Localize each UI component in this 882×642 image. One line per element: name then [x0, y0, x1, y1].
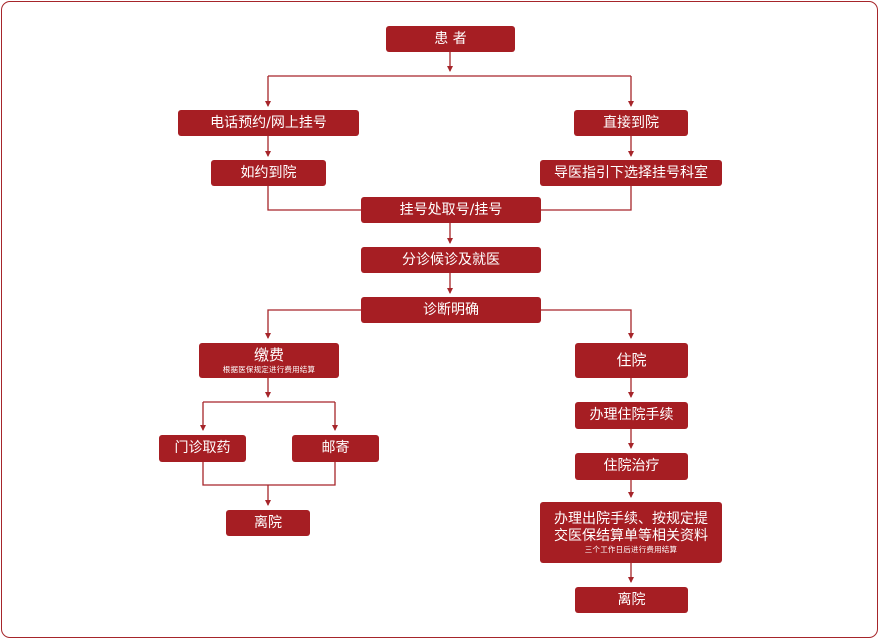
node-registration-label: 挂号处取号/挂号	[399, 201, 503, 218]
node-leave-left-label: 离院	[254, 514, 282, 531]
node-mail-label: 邮寄	[321, 440, 350, 457]
node-pharmacy: 门诊取药	[159, 435, 246, 462]
node-payment-note: 根据医保规定进行费用结算	[222, 364, 316, 374]
node-triage-label: 分诊候诊及就医	[402, 251, 500, 268]
node-treatment: 住院治疗	[575, 453, 688, 480]
node-admission-label: 办理住院手续	[589, 407, 674, 424]
node-direct-visit: 直接到院	[574, 110, 688, 136]
node-discharge-line1: 办理出院手续、按规定提	[554, 510, 708, 527]
node-patient: 患 者	[386, 26, 515, 52]
node-admission: 办理住院手续	[575, 402, 688, 429]
node-treatment-label: 住院治疗	[603, 458, 660, 475]
node-diagnosis: 诊断明确	[361, 297, 541, 323]
node-discharge: 办理出院手续、按规定提 交医保结算单等相关资料 三个工作日后进行费用结算	[540, 502, 722, 563]
connector-exit-merge	[202, 462, 336, 486]
arrow-to-payment	[265, 309, 361, 339]
node-phone-booking: 电话预约/网上挂号	[178, 110, 359, 136]
connector-right-merge	[541, 186, 632, 211]
node-hospitalization: 住院	[575, 343, 688, 378]
node-direct-visit-label: 直接到院	[603, 114, 659, 131]
node-leave-right: 离院	[575, 587, 688, 613]
node-triage: 分诊候诊及就医	[361, 247, 541, 273]
node-arrive-on-time-label: 如约到院	[240, 164, 297, 181]
node-patient-label: 患 者	[434, 30, 467, 47]
node-registration: 挂号处取号/挂号	[361, 197, 541, 223]
node-arrive-on-time: 如约到院	[211, 160, 326, 186]
node-leave-left: 离院	[226, 510, 310, 536]
node-pharmacy-label: 门诊取药	[174, 440, 231, 457]
arrow-to-hospitalization	[541, 309, 634, 339]
node-mail: 邮寄	[292, 435, 379, 462]
node-guide-select-dept: 导医指引下选择挂号科室	[540, 160, 722, 186]
connector-left-merge	[267, 186, 361, 211]
node-payment-label: 缴费	[253, 345, 284, 364]
node-phone-booking-label: 电话预约/网上挂号	[210, 114, 327, 131]
node-guide-select-dept-label: 导医指引下选择挂号科室	[554, 164, 708, 181]
node-discharge-note: 三个工作日后进行费用结算	[584, 544, 678, 554]
node-leave-right-label: 离院	[617, 591, 646, 608]
node-discharge-line2: 交医保结算单等相关资料	[554, 527, 708, 544]
node-hospitalization-label: 住院	[616, 350, 647, 369]
node-diagnosis-label: 诊断明确	[423, 301, 479, 318]
node-payment: 缴费 根据医保规定进行费用结算	[199, 343, 339, 378]
